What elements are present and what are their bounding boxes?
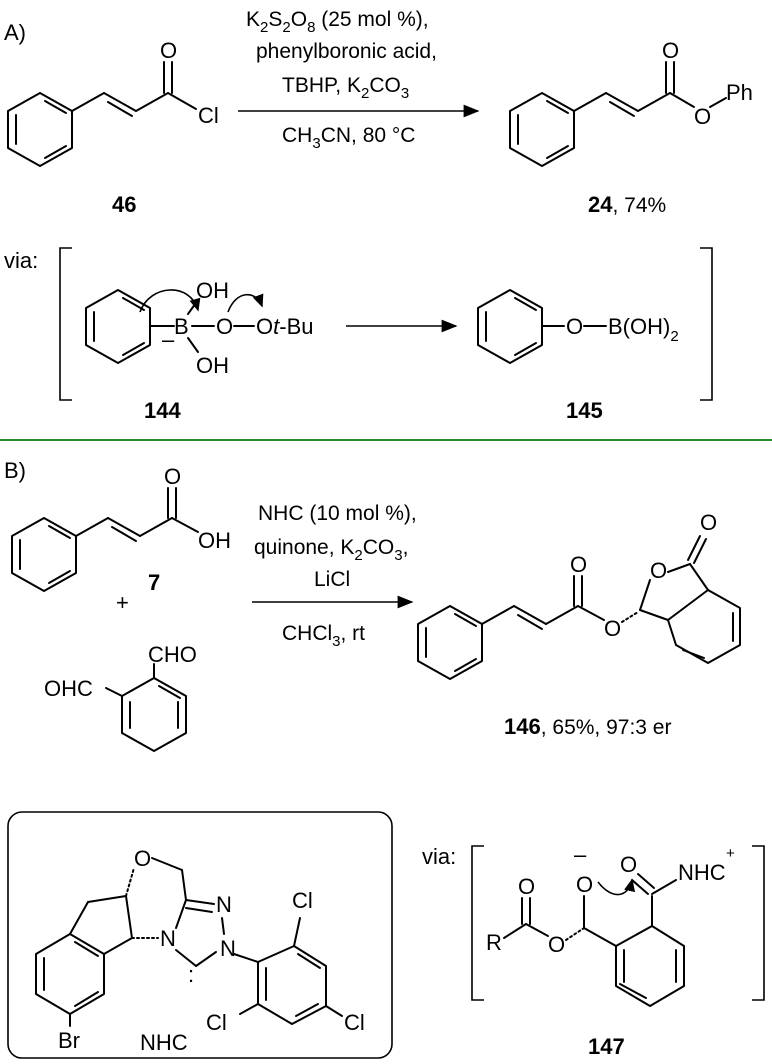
atom-O1: O [216,314,233,339]
compound-46-label: 46 [112,192,136,217]
condition-line-1: NHC (10 mol %), [258,502,417,525]
bracket-right-b [752,845,765,1001]
intermediate-144-structure: B – OH OH O Ot-Bu [85,278,314,378]
conditions-a: K2S2O8 (25 mol %), phenylboronic acid, T… [238,8,480,152]
benzene-ring [11,517,77,592]
atom-CHO: CHO [148,642,197,667]
section-a: A) O Cl 46 K2S2O8 (25 mol %), phenylboro… [4,8,753,423]
section-b: B) O OH 7 + CHO OHC [4,458,765,1059]
atom-OH-bottom: OH [196,353,229,378]
lone-pair: : [188,962,194,987]
compound-24-label: 24, 74% [588,192,666,217]
atom-O: O [566,314,583,339]
atom-O: O [164,464,181,489]
intermediate-147-label: 147 [588,1034,625,1059]
benzene-ring [85,289,151,364]
minus-charge: – [162,327,175,352]
compound-46-structure: O Cl [7,38,219,167]
atom-O2: O [604,616,621,641]
atom-O: O [134,846,151,871]
atom-Br: Br [58,1028,80,1053]
minus-charge: – [574,842,587,867]
benzene-ring [121,677,187,752]
atom-O-acyl: O [620,852,637,877]
atom-Cl: Cl [198,103,219,128]
compound-7-label: 7 [148,570,160,595]
atom-OH-top: OH [196,278,229,303]
bracket-left-a [59,247,72,401]
atom-O3: O [650,558,667,583]
condition-line-4: CH3CN, 80 °C [282,124,415,152]
bracket-right-a [700,247,713,401]
atom-N3: N [220,936,236,961]
atom-Ph: Ph [726,80,753,105]
atom-O-carbonyl: O [518,874,535,899]
benzene-ring [509,92,575,167]
atom-Cl3: Cl [344,1010,365,1035]
plus-charge: + [726,845,735,862]
atom-OHC: OHC [44,676,93,701]
intermediate-144-label: 144 [144,398,181,423]
curved-arrow-3 [597,878,636,896]
compound-146-structure: O O O O [417,510,741,680]
trichlorophenyl-ring [257,945,327,1025]
atom-NHC: NHC [678,860,726,885]
bracket-left-b [471,845,484,1001]
atom-B: B [174,314,189,339]
benzene-ring [615,925,685,1007]
benzene-ring [477,289,543,364]
atom-O-ester: O [694,104,711,129]
condition-line-2: phenylboronic acid, [256,40,437,63]
intermediate-145-structure: O B(OH)2 [477,289,679,364]
phthalaldehyde-structure: CHO OHC [44,642,197,752]
compound-7-structure: O OH [11,464,231,592]
curved-arrow-2 [227,293,264,313]
compound-146-label: 146, 65%, 97:3 er [504,714,671,739]
atom-N2: N [216,892,232,917]
benzene-ring [7,92,73,167]
nhc-label: NHC [140,1030,188,1055]
atom-O-carbonyl: O [662,38,679,63]
atom-O4: O [700,510,717,535]
atom-R: R [486,930,502,955]
section-b-label: B) [4,458,26,483]
condition-line-3: LiCl [314,568,350,591]
nhc-structure: Br O N N N : [35,846,365,1053]
atom-N1: N [160,926,176,951]
atom-O2: Ot-Bu [256,314,314,339]
atom-O-minus: O [576,872,593,897]
atom-O1: O [570,552,587,577]
via-label-b: via: [422,844,456,869]
section-a-label: A) [4,20,26,45]
atom-Cl1: Cl [292,888,313,913]
via-label-a: via: [4,248,38,273]
benzo-ring [667,589,741,664]
conditions-b: NHC (10 mol %), quinone, K2CO3, LiCl CHC… [252,502,417,650]
atom-O-ester: O [548,932,565,957]
compound-24-structure: O O Ph [509,38,753,167]
atom-Cl2: Cl [206,1010,227,1035]
nhc-box [7,811,393,1059]
benzene-ring [417,605,483,680]
curved-arrow-1 [139,289,201,313]
atom-OH: OH [198,528,231,553]
condition-line-3: TBHP, K2CO3 [282,74,409,102]
atom-BOH2: B(OH)2 [608,314,679,345]
plus-sign: + [116,590,129,615]
intermediate-147-structure: R O O O – O NHC + [486,842,735,1007]
benzene-ring [35,933,105,1015]
condition-line-4: CHCl3, rt [282,622,365,650]
intermediate-145-label: 145 [566,398,603,423]
condition-line-2: quinone, K2CO3, [254,536,408,564]
condition-line-1: K2S2O8 (25 mol %), [246,8,429,36]
atom-O: O [160,38,177,63]
